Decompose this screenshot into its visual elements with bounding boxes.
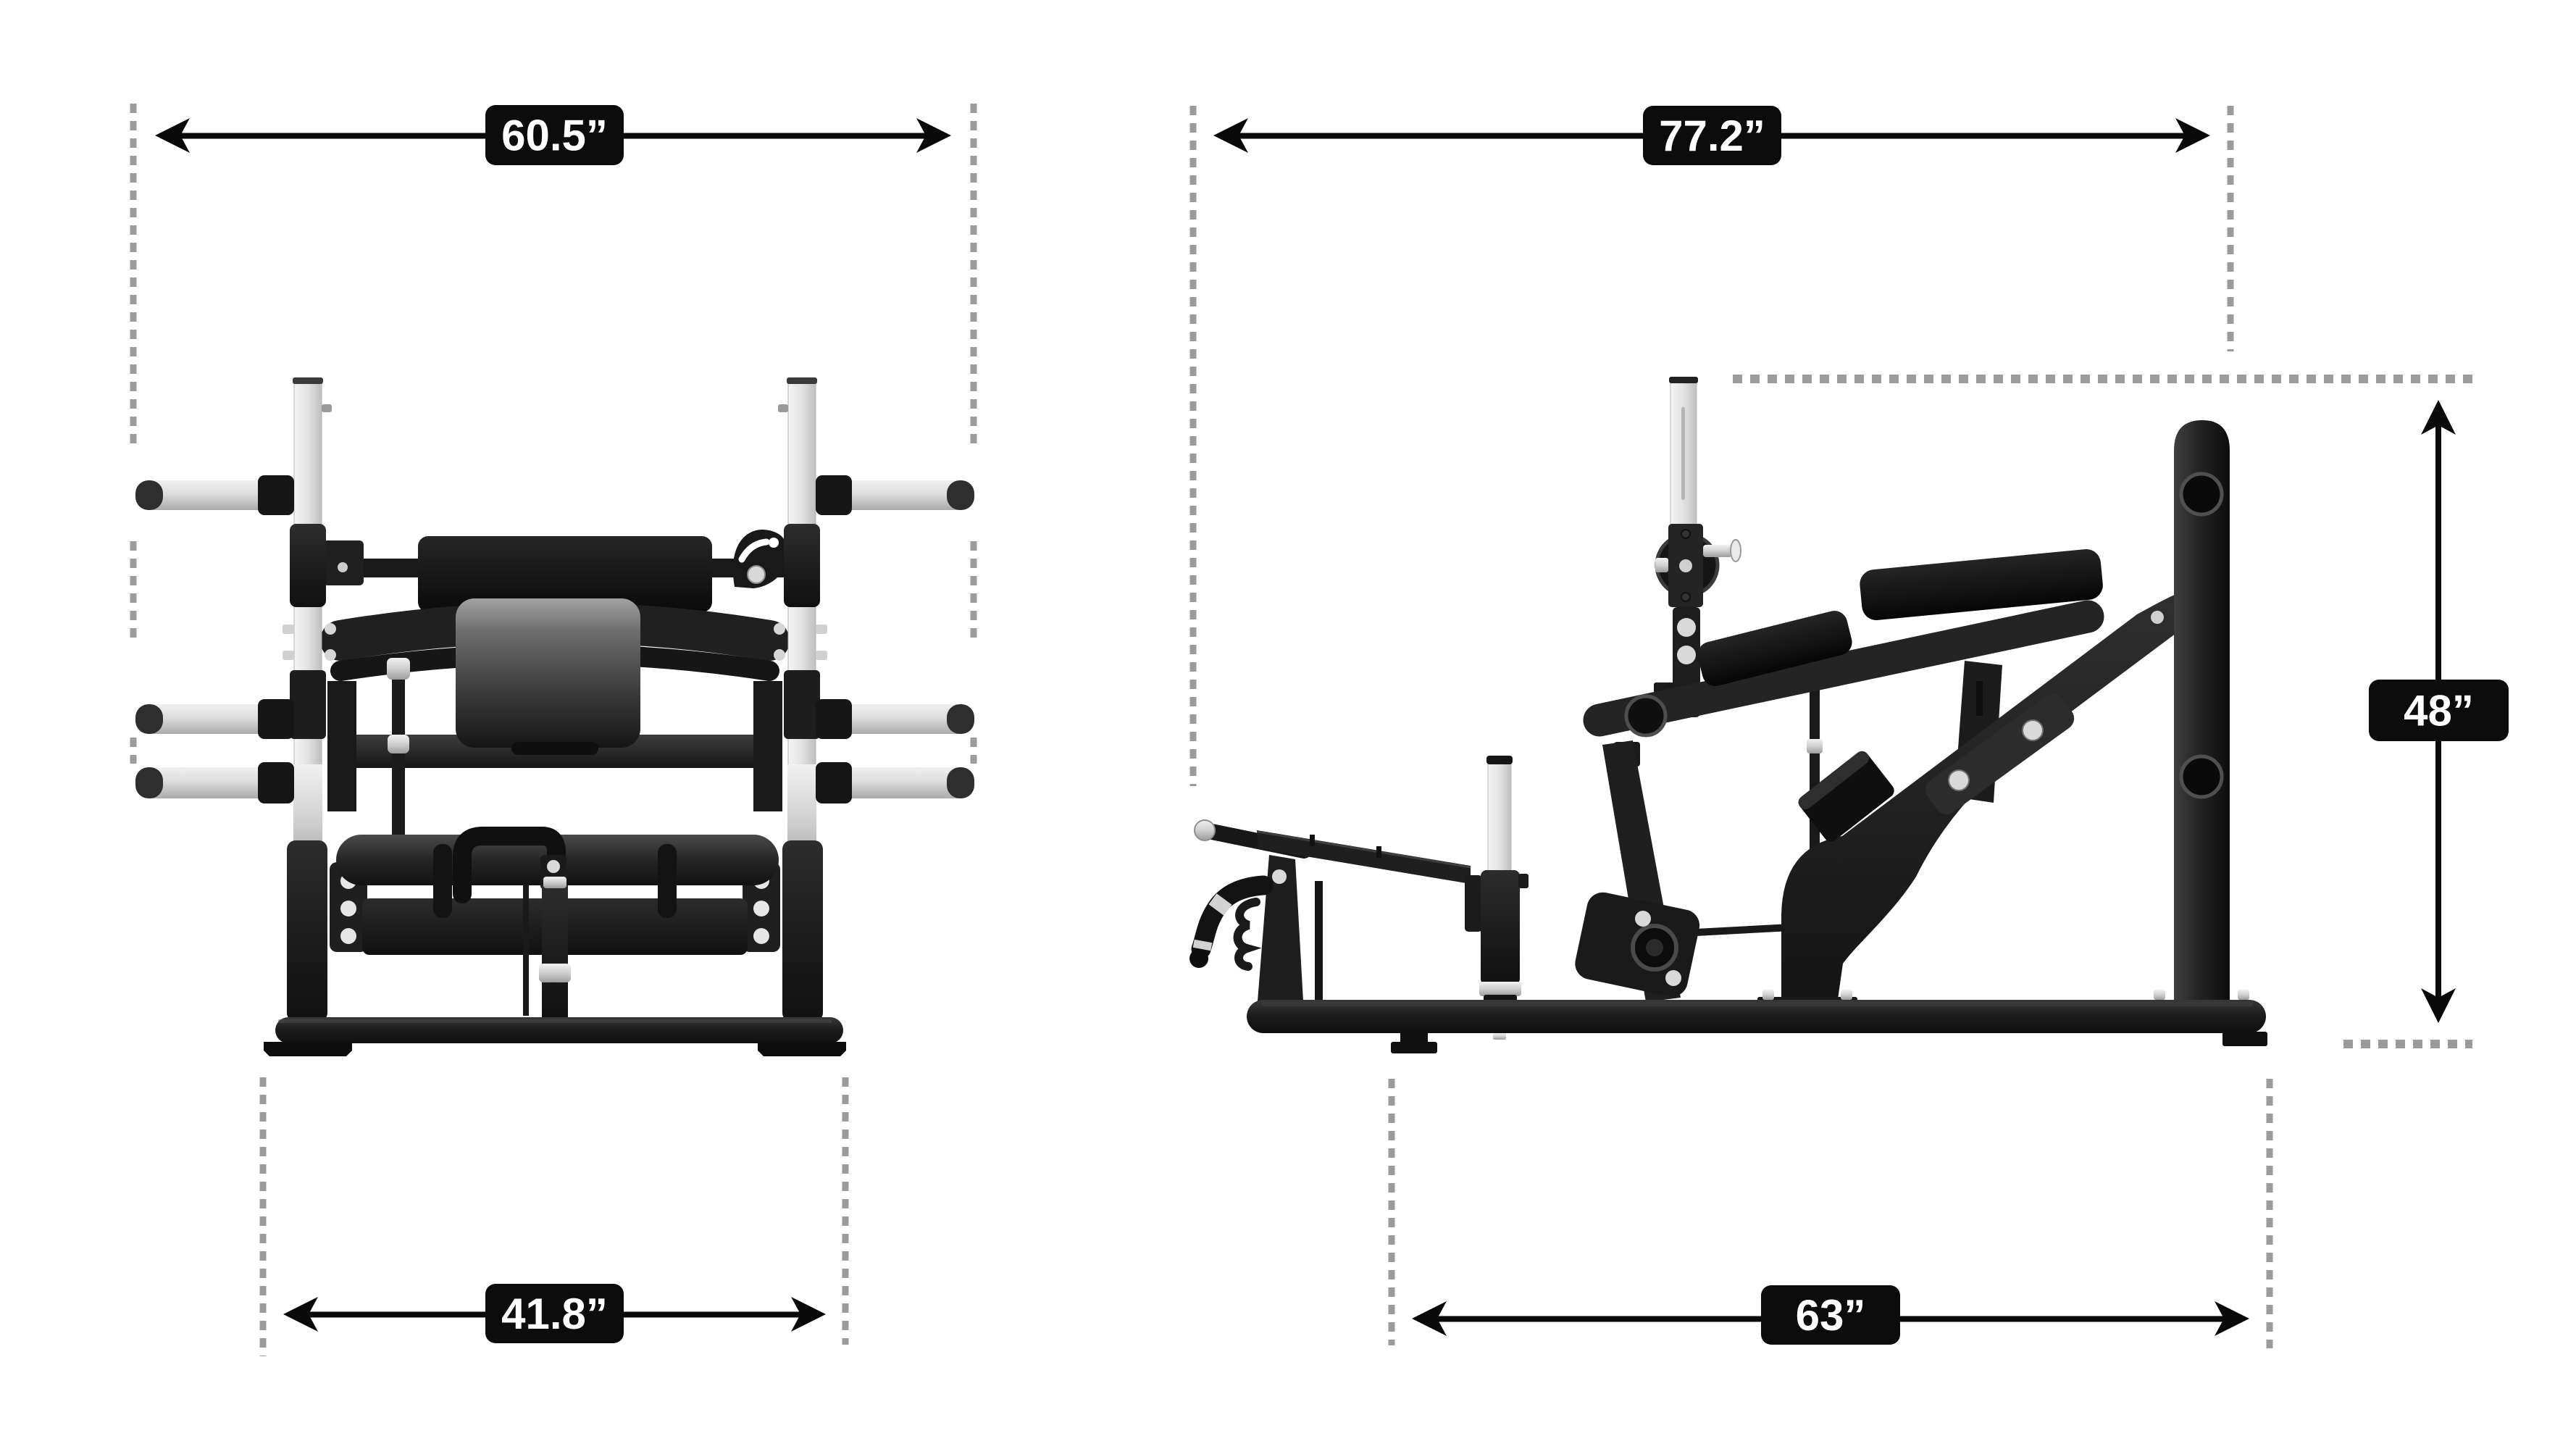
svg-text:63”: 63” bbox=[1796, 1291, 1866, 1340]
svg-text:48”: 48” bbox=[2404, 687, 2474, 735]
svg-text:60.5”: 60.5” bbox=[501, 112, 608, 160]
svg-text:77.2”: 77.2” bbox=[1659, 112, 1765, 160]
svg-text:41.8”: 41.8” bbox=[501, 1290, 608, 1338]
